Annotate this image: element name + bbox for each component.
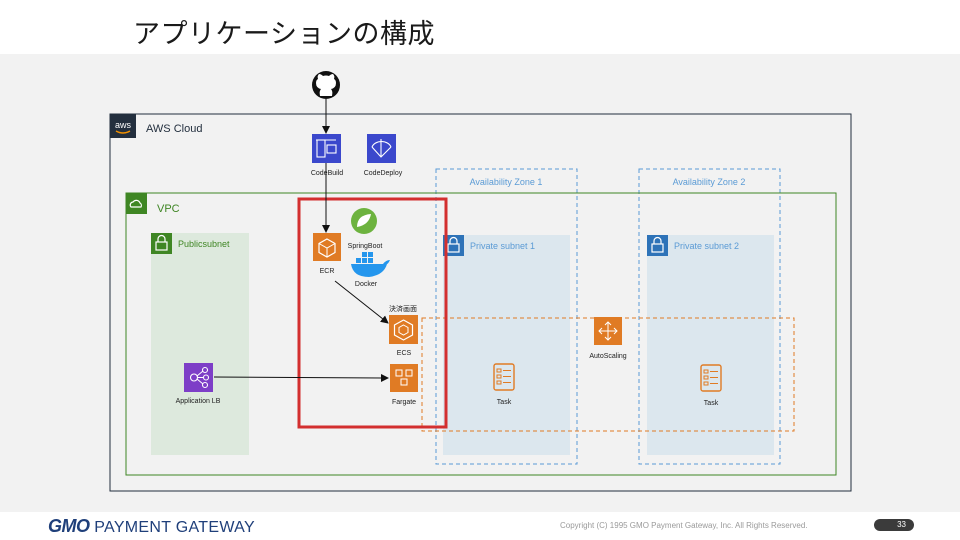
aws-cloud-boundary (109, 113, 852, 492)
application-lb-label: Application LB (176, 398, 221, 405)
docker-label: Docker (355, 281, 378, 288)
architecture-diagram: aws AWS Cloud Availability Zone 1 Availa… (109, 71, 852, 492)
page-number-badge: 33 (874, 519, 914, 531)
public-subnet (151, 233, 249, 455)
springboot-label: SpringBoot (348, 243, 383, 250)
alb-to-fargate-arrow (213, 373, 389, 382)
private-subnet-1 (443, 235, 570, 455)
lock-icon (151, 233, 172, 254)
logo-text: PAYMENT GATEWAY (94, 519, 255, 536)
vpc-boundary (125, 192, 837, 476)
svg-text:aws: aws (115, 120, 132, 130)
private-subnet-2-label: Private subnet 2 (674, 241, 739, 251)
logo-mark: GMO (48, 516, 90, 536)
autoscaling-icon (594, 317, 622, 345)
public-subnet-label: Publicsubnet (178, 239, 230, 249)
application-lb-icon (184, 363, 213, 392)
docker-icon (351, 252, 390, 277)
highlight-box (297, 197, 448, 429)
ecr-icon (313, 233, 341, 261)
vpc-icon (126, 193, 147, 214)
fargate-label: Fargate (392, 399, 416, 406)
ecr-label: ECR (320, 268, 335, 275)
task-icon (493, 363, 515, 391)
codedeploy-label: CodeDeploy (364, 170, 403, 177)
vpc-label: VPC (157, 203, 180, 215)
task-2-label: Task (704, 400, 719, 407)
page-title: アプリケーションの構成 (133, 19, 435, 50)
task-1-label: Task (497, 399, 512, 406)
copyright-text: Copyright (C) 1995 GMO Payment Gateway, … (560, 521, 808, 530)
autoscaling-label: AutoScaling (589, 353, 626, 360)
private-subnet-2 (647, 235, 774, 455)
github-icon (312, 71, 340, 99)
lock-icon (443, 235, 464, 256)
codebuild-label: CodeBuild (311, 170, 343, 177)
ecs-icon (389, 315, 418, 344)
availability-zone-2 (638, 168, 781, 465)
availability-zone-1 (435, 168, 578, 465)
aws-cloud-label: AWS Cloud (146, 123, 202, 135)
service-name-label: 決済画面 (389, 304, 417, 313)
private-subnet-1-label: Private subnet 1 (470, 241, 535, 251)
availability-zone-1-label: Availability Zone 1 (470, 177, 543, 187)
codebuild-icon (312, 134, 341, 163)
aws-logo-icon: aws (110, 114, 136, 138)
lock-icon (647, 235, 668, 256)
ecr-to-ecs-arrow (334, 280, 389, 324)
task-icon (700, 364, 722, 392)
availability-zone-2-label: Availability Zone 2 (673, 177, 746, 187)
diagram-canvas: aws AWS Cloud Availability Zone 1 Availa… (0, 54, 960, 512)
ecs-label: ECS (397, 350, 412, 357)
codedeploy-icon (367, 134, 396, 163)
fargate-icon (390, 364, 418, 392)
company-logo: GMO PAYMENT GATEWAY (48, 516, 255, 537)
footer (0, 512, 960, 540)
springboot-icon (351, 208, 377, 234)
